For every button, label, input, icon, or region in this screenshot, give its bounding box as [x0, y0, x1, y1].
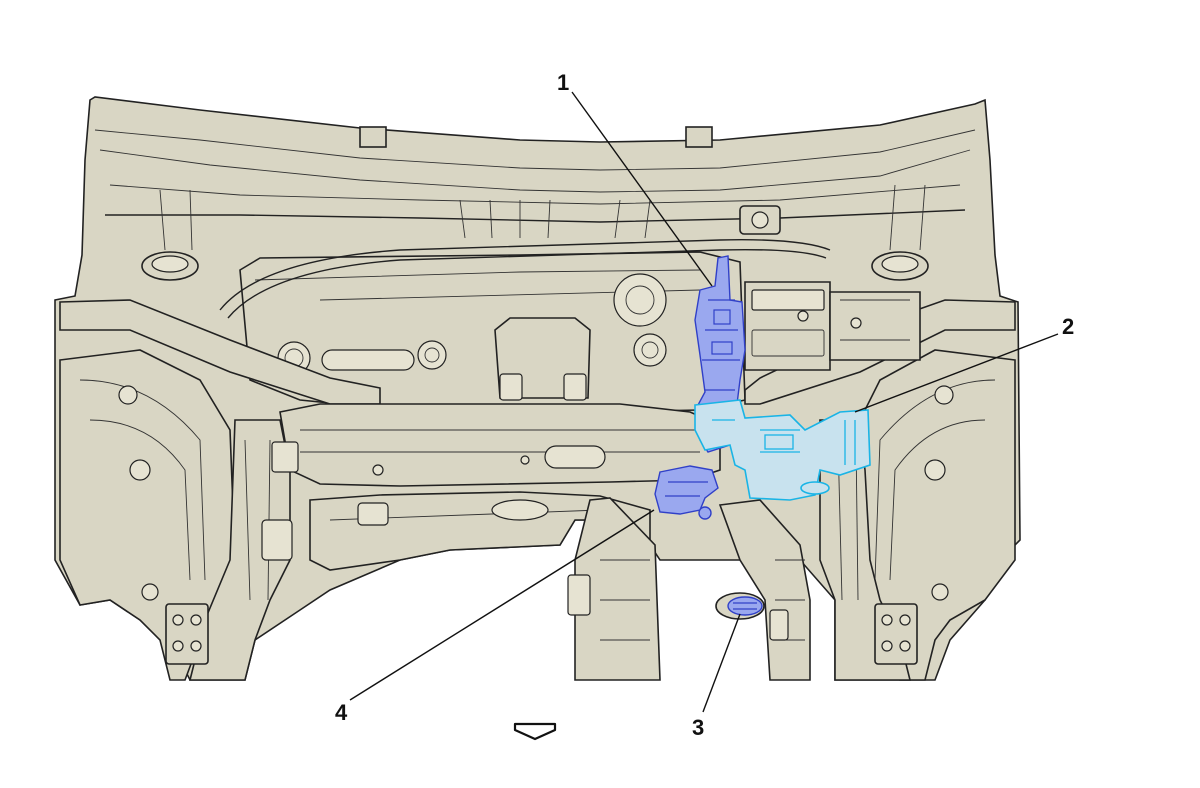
highlighted-part-4	[654, 465, 719, 520]
cowl-ribs	[159, 184, 926, 251]
leader-line-4	[349, 509, 655, 701]
callout-1: 1	[557, 70, 569, 95]
forward-arrow-icon	[513, 722, 557, 741]
vehicle-front-structure	[54, 96, 1021, 681]
highlighted-part-2	[694, 399, 871, 501]
leader-lines	[349, 91, 1059, 713]
bulkhead-features	[277, 273, 667, 401]
callout-4: 4	[335, 700, 348, 725]
leader-line-2	[854, 333, 1059, 413]
leader-line-1	[571, 91, 713, 287]
strut-towers	[141, 251, 929, 281]
callout-3: 3	[692, 715, 704, 740]
hood-hinge-mounts	[359, 126, 781, 235]
callout-2: 2	[1062, 314, 1074, 339]
leader-line-3	[702, 613, 741, 713]
bumper-mounts	[165, 603, 918, 665]
highlighted-part-3	[715, 592, 765, 620]
callout-labels: 1 2 3 4	[335, 70, 1074, 740]
